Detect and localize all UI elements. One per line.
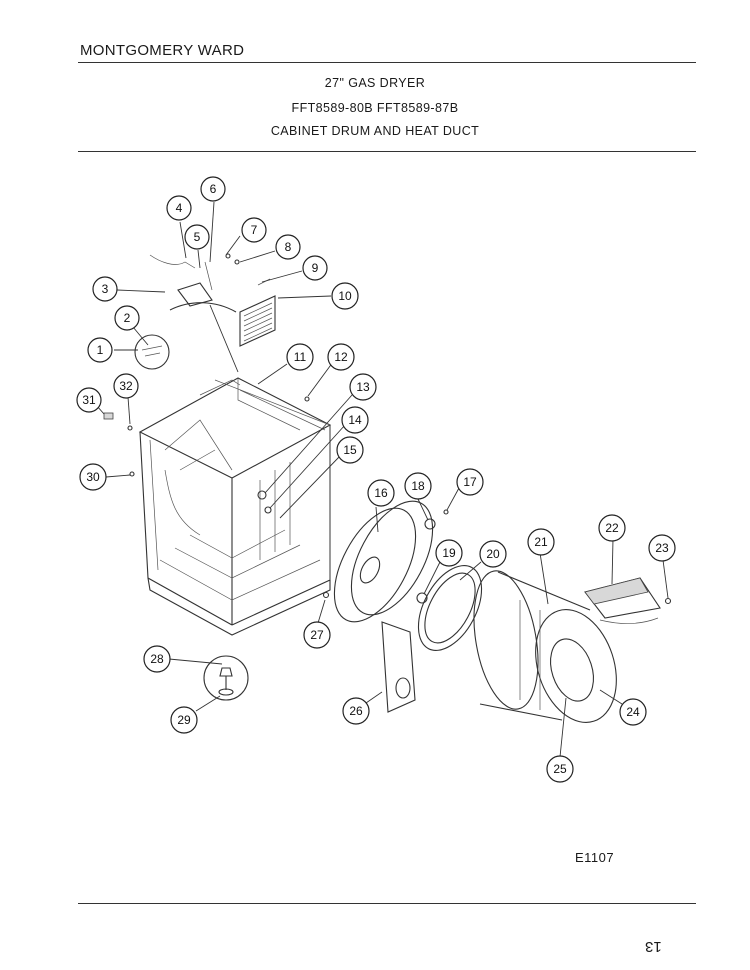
leader-lines <box>96 201 669 758</box>
drum <box>473 570 617 723</box>
svg-text:29: 29 <box>177 713 191 727</box>
svg-text:31: 31 <box>82 393 96 407</box>
callout-16: 16 <box>367 479 395 507</box>
callout-1: 1 <box>87 337 113 363</box>
callout-6: 6 <box>200 176 226 202</box>
svg-text:30: 30 <box>86 470 100 484</box>
svg-text:9: 9 <box>312 261 319 275</box>
svg-text:28: 28 <box>150 652 164 666</box>
callout-3: 3 <box>92 276 118 302</box>
title-rule <box>78 151 696 152</box>
drum-bracket <box>584 577 661 624</box>
parts-drawing <box>103 253 672 723</box>
vent-grille <box>239 295 276 347</box>
svg-text:21: 21 <box>534 535 548 549</box>
callout-13: 13 <box>349 373 377 401</box>
cabinet <box>138 377 332 636</box>
svg-text:23: 23 <box>655 541 669 555</box>
drum-seal <box>416 565 483 651</box>
control-bracket <box>149 254 239 373</box>
callout-15: 15 <box>336 436 364 464</box>
leveling-leg <box>203 655 249 701</box>
callout-23: 23 <box>648 534 676 562</box>
callout-24: 24 <box>619 698 647 726</box>
callout-9: 9 <box>302 255 328 281</box>
diagram-code: E1107 <box>575 850 615 865</box>
svg-text:8: 8 <box>285 240 292 254</box>
callout-7: 7 <box>241 217 267 243</box>
svg-text:25: 25 <box>553 762 567 776</box>
svg-text:4: 4 <box>176 201 183 215</box>
callout-14: 14 <box>341 406 369 434</box>
callout-17: 17 <box>456 468 484 496</box>
svg-text:7: 7 <box>251 223 258 237</box>
svg-text:15: 15 <box>343 443 357 457</box>
callout-27: 27 <box>303 621 331 649</box>
svg-text:13: 13 <box>356 380 370 394</box>
page-number: 13 <box>645 938 662 955</box>
svg-text:14: 14 <box>348 413 362 427</box>
callout-31: 31 <box>76 387 102 413</box>
svg-text:18: 18 <box>411 479 425 493</box>
title-product: 27" GAS DRYER <box>324 76 426 90</box>
footer-rule <box>78 903 696 904</box>
svg-text:6: 6 <box>210 182 217 196</box>
callout-19: 19 <box>435 539 463 567</box>
callout-2: 2 <box>114 305 140 331</box>
callout-29: 29 <box>170 706 198 734</box>
svg-text:19: 19 <box>442 546 456 560</box>
heat-duct <box>381 621 416 713</box>
callout-25: 25 <box>546 755 574 783</box>
callout-8: 8 <box>275 234 301 260</box>
callout-18: 18 <box>404 472 432 500</box>
callout-26: 26 <box>342 697 370 725</box>
svg-text:2: 2 <box>124 311 131 325</box>
svg-text:24: 24 <box>626 705 640 719</box>
svg-text:10: 10 <box>338 289 352 303</box>
svg-text:26: 26 <box>349 704 363 718</box>
svg-text:11: 11 <box>294 350 307 364</box>
svg-text:32: 32 <box>119 379 133 393</box>
callout-20: 20 <box>479 540 507 568</box>
svg-text:27: 27 <box>310 628 324 642</box>
svg-text:12: 12 <box>334 350 348 364</box>
title-models: FFT8589-80B FFT8589-87B <box>291 101 459 115</box>
svg-text:1: 1 <box>97 343 104 357</box>
svg-text:22: 22 <box>605 521 619 535</box>
callout-5: 5 <box>184 224 210 250</box>
svg-text:3: 3 <box>102 282 109 296</box>
callout-10: 10 <box>331 282 359 310</box>
callout-30: 30 <box>79 463 107 491</box>
small-hardware <box>103 253 672 605</box>
callout-28: 28 <box>143 645 171 673</box>
svg-text:16: 16 <box>374 486 388 500</box>
callout-32: 32 <box>113 373 139 399</box>
svg-text:17: 17 <box>463 475 477 489</box>
callout-22: 22 <box>598 514 626 542</box>
blower-housing <box>333 500 434 623</box>
callout-4: 4 <box>166 195 192 221</box>
brand-name: MONTGOMERY WARD <box>80 42 245 59</box>
svg-text:20: 20 <box>486 547 500 561</box>
callout-balloons: 1 2 3 4 5 6 7 8 9 10 11 12 13 14 15 16 1… <box>76 176 676 783</box>
callout-21: 21 <box>527 528 555 556</box>
callout-11: 11 <box>286 343 314 371</box>
title-section: CABINET DRUM AND HEAT DUCT <box>270 124 480 138</box>
callout-12: 12 <box>327 343 355 371</box>
svg-text:5: 5 <box>194 230 201 244</box>
screw-detail <box>134 334 170 370</box>
header-rule <box>78 62 696 63</box>
